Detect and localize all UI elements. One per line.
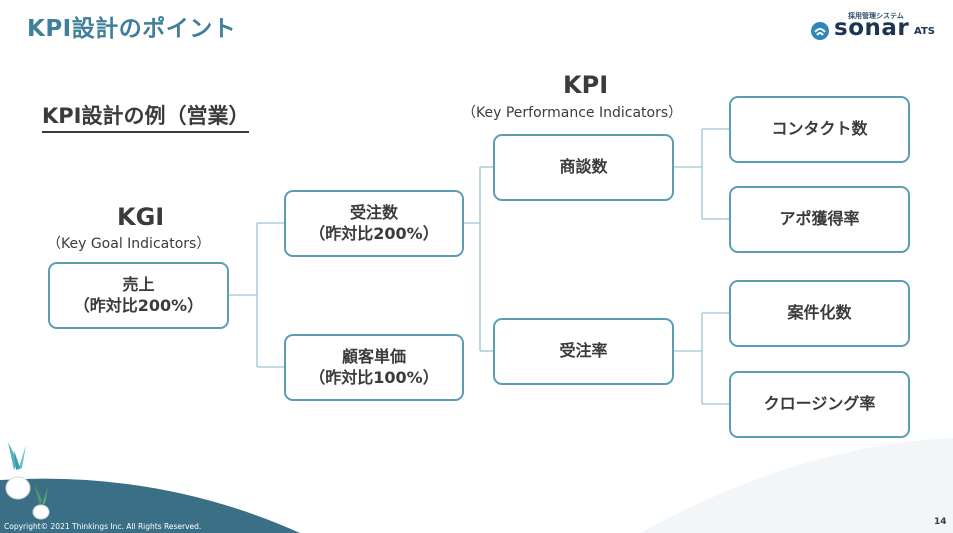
- kgi-title: KGI: [117, 203, 165, 231]
- node-closing-rate: クロージング率: [729, 371, 910, 438]
- node-sales: 売上 （昨対比200%）: [48, 262, 229, 329]
- sonar-logo-icon: [811, 22, 829, 40]
- copyright-text: Copyright© 2021 Thinkings Inc. All Right…: [4, 522, 202, 531]
- node-orders-target: （昨対比200%）: [309, 223, 439, 243]
- page-number: 14: [934, 517, 947, 527]
- node-opportunities-label: 案件化数: [787, 303, 852, 323]
- node-unit-price-target: （昨対比100%）: [309, 367, 439, 387]
- node-deals: 商談数: [493, 134, 674, 201]
- node-win-rate: 受注率: [493, 318, 674, 385]
- node-appointment-rate-label: アポ獲得率: [779, 209, 860, 229]
- kpi-subtitle: （Key Performance Indicators）: [462, 105, 683, 121]
- node-deals-label: 商談数: [559, 157, 608, 177]
- footer-light-wave-shape: [640, 438, 953, 533]
- logo-wordmark: sonar: [834, 15, 910, 41]
- kpi-title: KPI: [563, 71, 609, 99]
- node-unit-price: 顧客単価 （昨対比100%）: [284, 334, 464, 401]
- node-sales-label: 売上: [122, 274, 155, 294]
- node-contacts-label: コンタクト数: [771, 119, 868, 139]
- node-unit-price-label: 顧客単価: [341, 346, 406, 366]
- node-closing-rate-label: クロージング率: [763, 394, 876, 414]
- slide-title: KPI設計のポイント: [27, 16, 237, 42]
- node-sales-target: （昨対比200%）: [73, 295, 204, 315]
- node-appointment-rate: アポ獲得率: [729, 186, 910, 253]
- plant-icon: [5, 442, 50, 520]
- kgi-subtitle: （Key Goal Indicators）: [47, 236, 211, 252]
- node-contacts: コンタクト数: [729, 96, 910, 163]
- node-win-rate-label: 受注率: [559, 341, 608, 361]
- logo-suffix: ATS: [914, 26, 935, 37]
- node-opportunities: 案件化数: [729, 280, 910, 347]
- logo-caption: 採用管理システム: [848, 12, 904, 20]
- node-orders: 受注数 （昨対比200%）: [284, 190, 464, 257]
- node-orders-label: 受注数: [349, 202, 398, 222]
- example-title: KPI設計の例（営業）: [42, 100, 250, 133]
- footer-wave-shape: [0, 478, 300, 533]
